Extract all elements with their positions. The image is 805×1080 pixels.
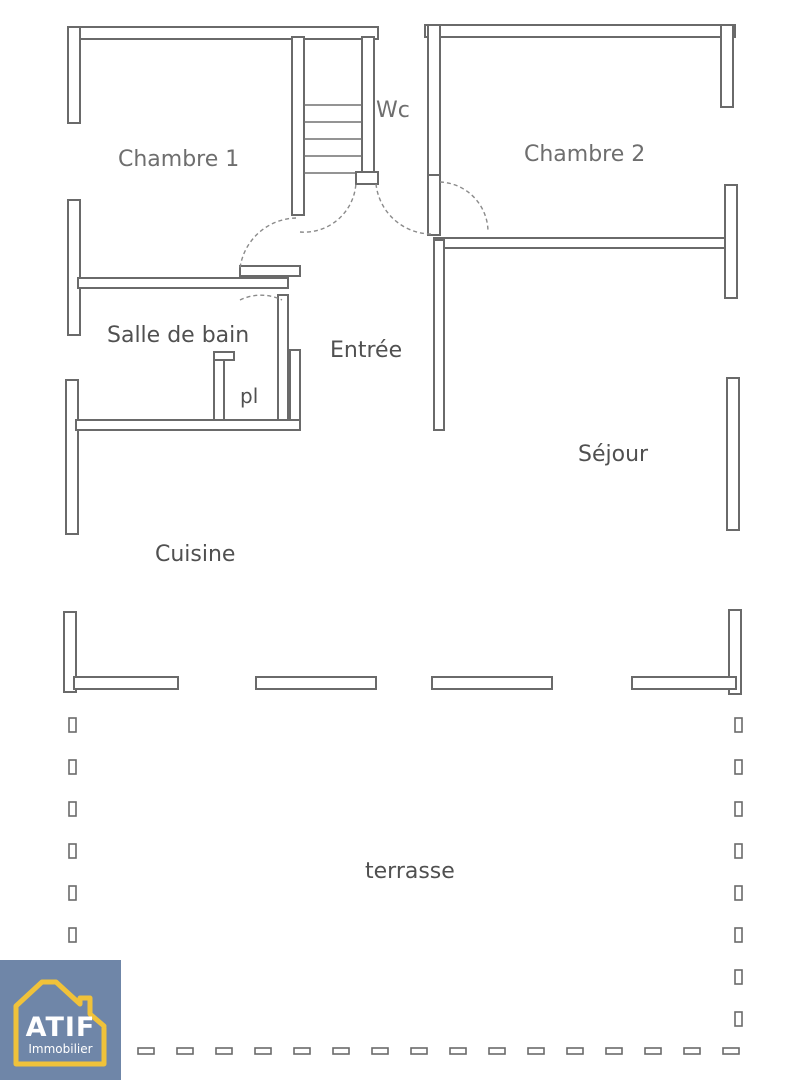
terrace-dash-right [734, 801, 743, 817]
door-swings [239, 181, 489, 301]
wall-left-mid [67, 199, 81, 336]
wall-wc-bottom [355, 171, 379, 185]
wall-left-bottom [63, 611, 77, 693]
terrace-dash-bottom [293, 1047, 311, 1055]
wall-placard-left [213, 351, 225, 425]
wall-door-stub [239, 265, 301, 277]
terrace-dash-right [734, 927, 743, 943]
terrace-dash-right [734, 759, 743, 775]
wall-chambre2-bottom [433, 237, 735, 249]
room-label-entree: Entrée [330, 338, 402, 363]
wall-cuisine-top [75, 419, 301, 431]
door-swing-wc [299, 181, 357, 233]
terrace-dash-bottom [410, 1047, 428, 1055]
logo-name: ATIF [25, 1012, 96, 1043]
brand-logo: ATIF Immobilier [0, 960, 121, 1080]
terrace-dash-bottom [683, 1047, 701, 1055]
room-label-terrasse: terrasse [365, 859, 455, 884]
terrace-dash-right [734, 969, 743, 985]
wall-top-left [67, 26, 379, 40]
terrace-dash-bottom [332, 1047, 350, 1055]
terrace-dash-bottom [215, 1047, 233, 1055]
terrace-dash-bottom [254, 1047, 272, 1055]
terrace-dash-bottom [488, 1047, 506, 1055]
logo-subtitle: Immobilier [28, 1042, 93, 1056]
room-label-salle-de-bain: Salle de bain [107, 323, 249, 348]
door-swing-chambre2 [439, 181, 489, 233]
terrace-dash-bottom [722, 1047, 740, 1055]
wall-chambre1-bottom [77, 277, 289, 289]
wall-bottom-right [631, 676, 737, 690]
wall-sdb-right [277, 294, 289, 426]
terrace-dash-left [68, 717, 77, 733]
room-label-chambre-1: Chambre 1 [118, 147, 239, 172]
terrace-dash-left [68, 801, 77, 817]
wall-entree-left [289, 349, 301, 429]
wall-wc-left [291, 36, 305, 216]
terrace-dash-left [68, 759, 77, 775]
terrace-dash-bottom [644, 1047, 662, 1055]
room-label-chambre-2: Chambre 2 [524, 142, 645, 167]
terrace-dash-left [68, 843, 77, 859]
terrace-dash-bottom [566, 1047, 584, 1055]
wall-right-lower [726, 377, 740, 531]
terrace-dash-bottom [371, 1047, 389, 1055]
terrace-dash-bottom [605, 1047, 623, 1055]
room-labels: Chambre 1 Wc Chambre 2 Salle de bain Ent… [107, 98, 649, 884]
terrace-dash-bottom [449, 1047, 467, 1055]
wall-chambre2-left-stub [427, 174, 441, 236]
terrace-dash-right [734, 717, 743, 733]
wall-bottom-left [73, 676, 179, 690]
terrace-dash-right [734, 1011, 743, 1027]
terrace-dash-left [68, 927, 77, 943]
door-swing-sdb [239, 294, 283, 301]
terrace-dash-bottom [137, 1047, 155, 1055]
wall-left-lower [65, 379, 79, 535]
room-label-cuisine: Cuisine [155, 542, 235, 567]
wall-right-bottom [728, 609, 742, 695]
terrace-dash-bottom [527, 1047, 545, 1055]
room-label-wc: Wc [376, 98, 410, 123]
house-icon [13, 979, 107, 1067]
wall-bottom-centre-right [431, 676, 553, 690]
room-label-placard: pl [240, 384, 258, 408]
wall-top-right [424, 24, 736, 38]
wall-chambre2-left [427, 24, 441, 186]
wall-entree-right [433, 239, 445, 431]
wall-right-upper [720, 24, 734, 108]
room-label-sejour: Séjour [578, 442, 649, 467]
door-swing-entree [375, 183, 433, 235]
wall-wc-right [361, 36, 375, 183]
wall-left-upper [67, 26, 81, 124]
door-swing-chambre1 [239, 217, 297, 269]
walls [63, 24, 742, 695]
wall-bottom-centre-left [255, 676, 377, 690]
terrace-dash-left [68, 885, 77, 901]
terrace-dash-right [734, 885, 743, 901]
terrace-dash-bottom [176, 1047, 194, 1055]
wall-placard-top [213, 351, 235, 361]
terrace-outline [68, 717, 743, 1055]
terrace-dash-right [734, 843, 743, 859]
wall-right-mid [724, 184, 738, 299]
